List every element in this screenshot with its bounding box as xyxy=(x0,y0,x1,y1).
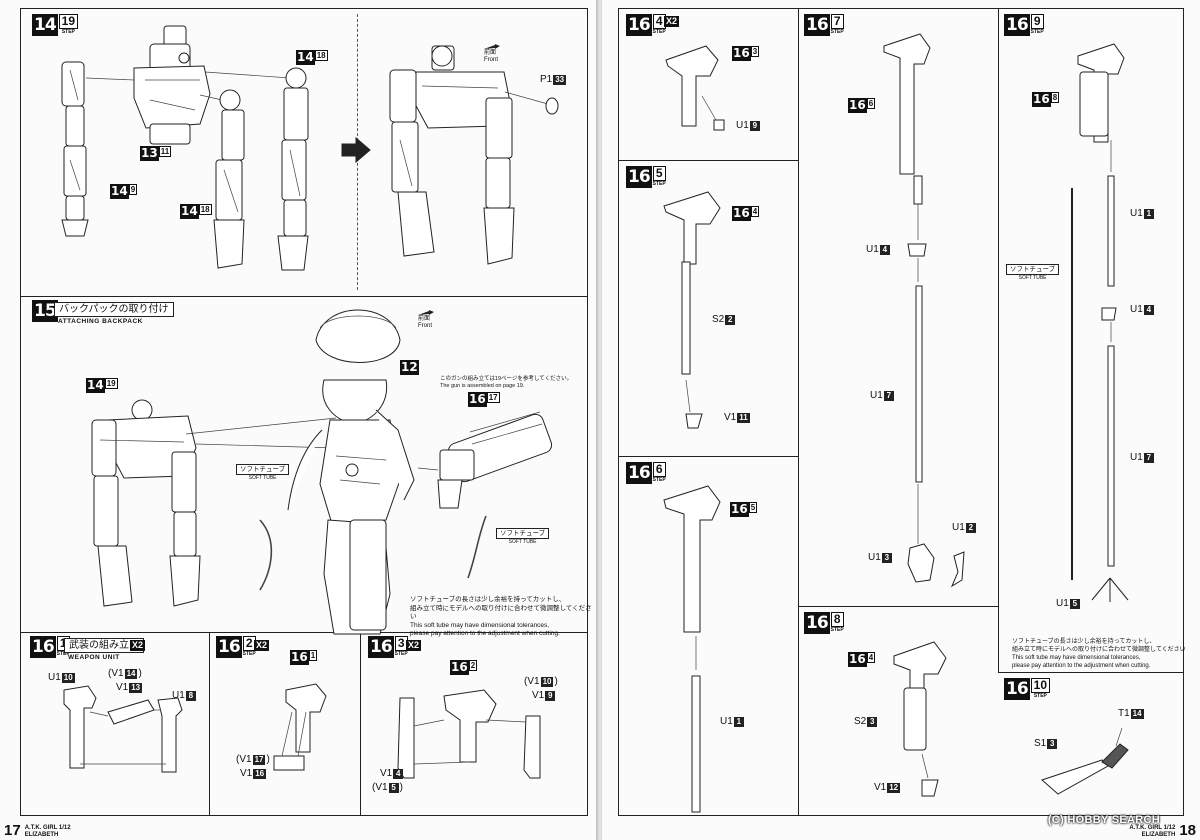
part-v1-17-optional: (V117) xyxy=(236,754,270,766)
part-s2-2: S22 xyxy=(712,314,735,326)
soft-tube-callout-right: ソフトチューブ SOFT TUBE xyxy=(496,528,549,546)
weapon-parts-16-3 xyxy=(398,690,540,778)
assembly-illustrations-right xyxy=(602,0,1200,840)
part-u1-2: U12 xyxy=(952,522,976,534)
ref-16-4: 164 xyxy=(732,206,759,221)
ref-16-1: 161 xyxy=(290,650,317,665)
step-16-3-label: 16 3STEP xyxy=(368,636,408,658)
step-16-2-label: 16 2STEP xyxy=(216,636,256,658)
ref-13-11: 1311 xyxy=(140,146,171,161)
weapon-parts-16-7 xyxy=(884,34,964,586)
part-v1-14-optional: (V114) xyxy=(108,668,142,680)
ref-14-18-b: 1418 xyxy=(180,204,212,219)
part-v1-12: V112 xyxy=(874,782,900,794)
ref-14-18-a: 1418 xyxy=(296,50,328,65)
part-v1-4: V14 xyxy=(380,768,403,780)
x2-badge-16-2: X2 xyxy=(254,640,269,651)
x2-badge-16-4: X2 xyxy=(664,16,679,27)
part-u1-8: U18 xyxy=(172,690,196,702)
weapon-parts-16-8 xyxy=(894,642,946,796)
ref-14-9: 149 xyxy=(110,184,137,199)
step-16-6-label: 16 6STEP xyxy=(626,462,666,484)
gun-note: このガンの組み立ては19ページを参考してください。 The gun is ass… xyxy=(440,376,572,390)
left-page: 14 19STEP 1418 1311 149 1418 前面 Front P1… xyxy=(0,0,598,840)
gun-part xyxy=(438,412,554,508)
ref-16-5: 165 xyxy=(730,502,757,517)
weapon-parts-16-5 xyxy=(664,192,720,428)
soft-tube-note-right: ソフトチューブの長さは少し余裕を持ってカットし、 組み立て時にモデルへの取り付け… xyxy=(1012,638,1186,670)
right-page: 16 4STEP X2 163 U19 16 5STEP 164 S22 V11… xyxy=(602,0,1200,840)
part-s1-3: S13 xyxy=(1034,738,1057,750)
step-16-10-label: 16 10STEP xyxy=(1004,678,1050,700)
ref-14-19: 1419 xyxy=(86,378,118,393)
torso-frame xyxy=(134,26,210,144)
step-16-4-label: 16 4STEP xyxy=(626,14,666,36)
arm-frame-backpack xyxy=(92,400,200,606)
figure-girl xyxy=(288,310,414,634)
part-p1-33: P133 xyxy=(540,74,566,86)
part-u1-1-a: U11 xyxy=(720,716,744,728)
step-16-7-label: 16 7STEP xyxy=(804,14,844,36)
step-14-19-label: 14 19STEP xyxy=(32,14,78,36)
part-v1-9: V19 xyxy=(532,690,555,702)
front-arrow-icon xyxy=(418,310,434,316)
part-v1-16: V116 xyxy=(240,768,266,780)
part-u1-4-a: U14 xyxy=(866,244,890,256)
part-v1-10-optional: (V110) xyxy=(524,676,558,688)
part-s2-3: S23 xyxy=(854,716,877,728)
hobby-search-watermark: (C) HOBBY SEARCH xyxy=(1048,814,1160,826)
x2-badge-16-1: X2 xyxy=(130,640,145,651)
part-v1-13: V113 xyxy=(116,682,142,694)
weapon-parts-16-9 xyxy=(1072,44,1128,602)
assembled-arm-frame xyxy=(390,46,514,264)
soft-tube-callout-left: ソフトチューブ SOFT TUBE xyxy=(236,464,289,482)
front-indicator-14: 前面 Front xyxy=(484,44,500,64)
front-arrow-icon xyxy=(484,44,500,50)
step-16-8-label: 16 8STEP xyxy=(804,612,844,634)
ref-16-2: 162 xyxy=(450,660,477,675)
left-page-footer: 17 A.T.K. GIRL 1/12ELIZABETH xyxy=(4,823,71,838)
part-u1-5: U15 xyxy=(1056,598,1080,610)
soft-tube-callout-16-9: ソフトチューブ SOFT TUBE xyxy=(1006,264,1059,282)
x2-badge-16-3: X2 xyxy=(406,640,421,651)
step-16-9-label: 16 9STEP xyxy=(1004,14,1044,36)
ref-16-4-b: 164 xyxy=(848,652,875,667)
part-u1-3: U13 xyxy=(868,552,892,564)
soft-tube-note-left: ソフトチューブの長さは少し余裕を持ってカットし、 組み立て時にモデルへの取り付け… xyxy=(410,596,598,639)
step-15-title: バックパックの取り付け ATTACHING BACKPACK xyxy=(54,302,174,326)
weapon-parts-16-1 xyxy=(64,686,182,772)
step-arrow-icon xyxy=(342,138,370,162)
step-16-5-label: 16 5STEP xyxy=(626,166,666,188)
arm-part-left xyxy=(62,62,88,236)
weapon-parts-16-2 xyxy=(274,684,326,770)
weapon-parts-16-4 xyxy=(666,46,724,130)
ref-16-8: 168 xyxy=(1032,92,1059,107)
part-u1-9: U19 xyxy=(736,120,760,132)
assembly-illustrations-left xyxy=(0,0,598,840)
part-u1-4-b: U14 xyxy=(1130,304,1154,316)
front-indicator-15: 前面 Front xyxy=(418,310,434,330)
arm-part-right-1 xyxy=(214,90,244,268)
part-u1-10: U110 xyxy=(48,672,75,684)
ref-16-6: 166 xyxy=(848,98,875,113)
weapon-parts-16-6 xyxy=(664,486,720,812)
part-u1-7-a: U17 xyxy=(870,390,894,402)
ref-16-17: 1617 xyxy=(468,392,500,407)
part-v1-5-optional: (V15) xyxy=(372,782,403,794)
ref-16-3: 163 xyxy=(732,46,759,61)
part-u1-7-b: U17 xyxy=(1130,452,1154,464)
ref-12: 12 xyxy=(400,360,419,375)
part-u1-1-b: U11 xyxy=(1130,208,1154,220)
part-t1-14: T114 xyxy=(1118,708,1144,720)
part-v1-11: V111 xyxy=(724,412,750,424)
arm-part-right-2 xyxy=(278,68,308,270)
